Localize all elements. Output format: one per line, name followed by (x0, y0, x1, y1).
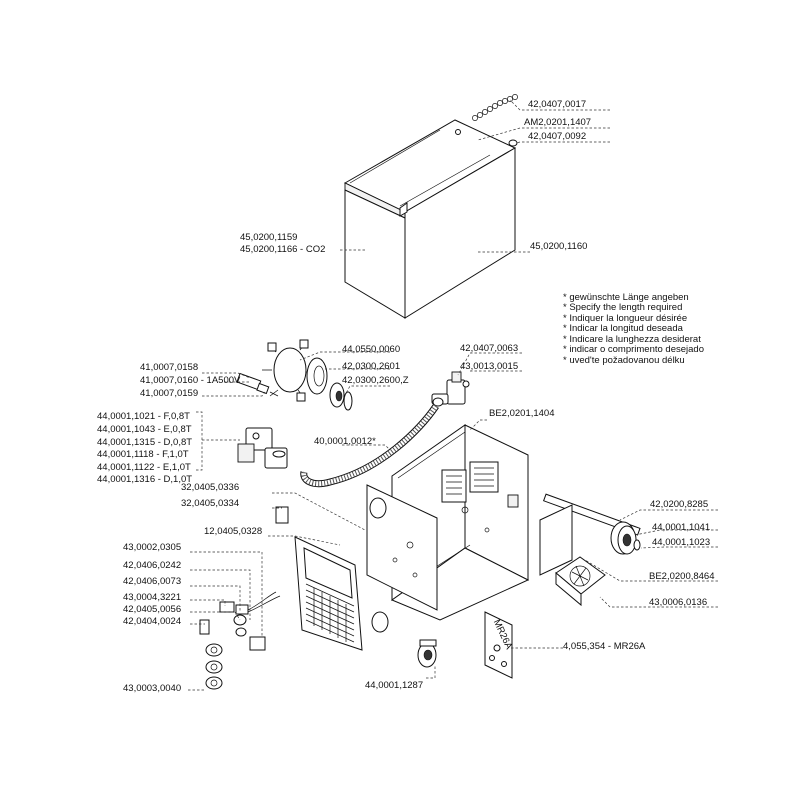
label-42-0300-2600-z: 42,0300,2600,Z (342, 375, 409, 386)
label-44-0550-0060: 44,0550,0060 (342, 344, 400, 355)
length-notes: * gewünschte Länge angeben * Specify the… (563, 292, 704, 366)
label-am2-0201-1407: AM2,0201,1407 (524, 117, 591, 128)
label-42-0300-2601: 42,0300,2601 (342, 361, 400, 372)
label-43-0013-0015: 43,0013,0015 (460, 361, 518, 372)
label-42-0406-0242: 42,0406,0242 (123, 560, 181, 571)
label-44-0001-1023: 44,0001,1023 (652, 537, 710, 548)
label-42-0406-0073: 42,0406,0073 (123, 576, 181, 587)
note-en: * Specify the length required (563, 302, 682, 313)
label-44-0001-1118: 44,0001,1118 - F,1,0T (97, 449, 189, 460)
label-42-0407-0017: 42,0407,0017 (528, 99, 586, 110)
front-wheel (371, 611, 437, 668)
label-42-0405-0056: 42,0405,0056 (123, 604, 181, 615)
label-45-0200-1160: 45,0200,1160 (530, 241, 587, 252)
gas-hose (300, 404, 439, 488)
label-be2-0201-1404: BE2,0201,1404 (489, 408, 555, 419)
hose-clamp (432, 397, 444, 407)
front-panel (294, 536, 363, 651)
label-32-0405-0336: 32,0405,0336 (181, 482, 239, 493)
label-41-0007-0159: 41,0007,0159 (140, 388, 198, 399)
label-43-0004-3221: 43,0004,3221 (123, 592, 181, 603)
label-44-0001-1122: 44,0001,1122 - E,1,0T (97, 462, 191, 473)
label-42-0200-8285: 42,0200,8285 (650, 499, 708, 510)
label-be2-0200-8464: BE2,0200,8464 (649, 571, 715, 582)
transformer (237, 427, 288, 469)
label-43-0006-0136: 43,0006,0136 (649, 597, 707, 608)
label-43-0003-0040: 43,0003,0040 (123, 683, 181, 694)
label-44-0001-1043: 44,0001,1043 - E,0,8T (97, 424, 192, 435)
label-42-0404-0024: 42,0404,0024 (123, 616, 181, 627)
knobs (205, 643, 223, 690)
ring-cap (508, 139, 518, 147)
side-cover-panel (343, 119, 517, 319)
label-41-0007-0160: 41,0007,0160 - 1A500V (140, 375, 241, 386)
note-es: * Indicar la longitud deseada (563, 323, 684, 334)
fan-hub (306, 357, 328, 395)
fuse-holder (236, 372, 279, 397)
label-40-0001-0012: 40,0001,0012* (314, 436, 376, 447)
center-wall (366, 484, 438, 611)
rear-panel (539, 504, 573, 576)
note-cs: * uved'te požadovanou délku (563, 355, 685, 366)
label-43-0002-0305: 43,0002,0305 (123, 542, 181, 553)
chain (472, 94, 518, 121)
label-12-0405-0328: 12,0405,0328 (204, 526, 262, 537)
leader-lines (188, 99, 718, 691)
label-44-0001-1021: 44,0001,1021 - F,0,8T (97, 411, 190, 422)
small-bracket (275, 506, 289, 524)
label-42-0407-0092: 42,0407,0092 (528, 131, 586, 142)
label-44-0001-1316: 44,0001,1316 - D,1,0T (97, 474, 192, 485)
label-45-0200-1159: 45,0200,1159 (240, 232, 297, 243)
label-41-0007-0158: 41,0007,0158 (140, 362, 198, 373)
fan-disk (329, 382, 353, 411)
label-44-0001-1315: 44,0001,1315 - D,0,8T (97, 437, 192, 448)
label-42-0407-0063: 42,0407,0063 (460, 343, 518, 354)
note-de: * gewünschte Länge angeben (563, 292, 689, 303)
label-32-0405-0334: 32,0405,0334 (181, 498, 239, 509)
part-labels: 42,0407,0017 AM2,0201,1407 42,0407,0092 … (97, 99, 715, 694)
note-pt: * indicar o comprimento desejado (563, 344, 704, 355)
rear-wheel (610, 521, 641, 555)
cooling-fan (555, 556, 606, 607)
label-4-055-354: 4,055,354 - MR26A (563, 641, 646, 652)
label-45-0200-1166: 45,0200,1166 - CO2 (240, 244, 325, 255)
control-plate-mr26a: MR26A (484, 611, 514, 679)
note-it: * Indicare la lunghezza desiderat (563, 334, 701, 345)
label-44-0001-1041: 44,0001,1041 (652, 522, 710, 533)
label-44-0001-1287: 44,0001,1287 (365, 680, 423, 691)
note-fr: * Indiquer la longueur désirée (563, 313, 687, 324)
